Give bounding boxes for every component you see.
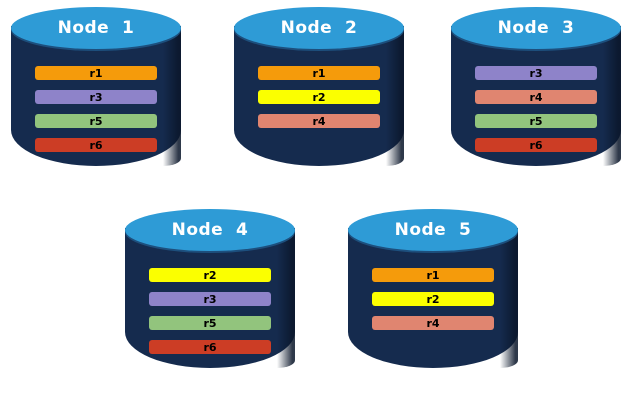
cylinder-top-ellipse: Node 5: [348, 209, 518, 251]
database-node-4[interactable]: Node 4 r2 r3 r5 r6: [122, 206, 298, 388]
shard-bar[interactable]: r1: [372, 268, 494, 282]
shard-bar[interactable]: r2: [149, 268, 271, 282]
shard-bar[interactable]: r4: [475, 90, 597, 104]
cylinder-top-ellipse: Node 1: [11, 7, 181, 49]
shard-bar[interactable]: r5: [149, 316, 271, 330]
shard-list: r1 r2 r4: [231, 66, 407, 138]
cylinder-top-ellipse: Node 2: [234, 7, 404, 49]
node-title: Node 3: [497, 18, 575, 38]
database-node-2[interactable]: Node 2 r1 r2 r4: [231, 4, 407, 186]
shard-bar[interactable]: r1: [35, 66, 157, 80]
shard-bar[interactable]: r3: [475, 66, 597, 80]
shard-bar[interactable]: r5: [475, 114, 597, 128]
shard-bar[interactable]: r2: [372, 292, 494, 306]
node-title: Node 1: [57, 18, 135, 38]
shard-list: r3 r4 r5 r6: [448, 66, 624, 162]
shard-bar[interactable]: r4: [258, 114, 380, 128]
shard-bar[interactable]: r5: [35, 114, 157, 128]
shard-list: r1 r2 r4: [345, 268, 521, 340]
shard-list: r2 r3 r5 r6: [122, 268, 298, 364]
shard-bar[interactable]: r4: [372, 316, 494, 330]
shard-bar[interactable]: r2: [258, 90, 380, 104]
shard-bar[interactable]: r3: [149, 292, 271, 306]
node-title: Node 5: [394, 220, 472, 240]
node-title: Node 2: [280, 18, 358, 38]
shard-bar[interactable]: r6: [35, 138, 157, 152]
shard-bar[interactable]: r1: [258, 66, 380, 80]
shard-bar[interactable]: r6: [149, 340, 271, 354]
cylinder-top-ellipse: Node 4: [125, 209, 295, 251]
database-node-3[interactable]: Node 3 r3 r4 r5 r6: [448, 4, 624, 186]
database-node-1[interactable]: Node 1 r1 r3 r5 r6: [8, 4, 184, 186]
cylinder-top-ellipse: Node 3: [451, 7, 621, 49]
shard-bar[interactable]: r6: [475, 138, 597, 152]
node-title: Node 4: [171, 220, 249, 240]
shard-bar[interactable]: r3: [35, 90, 157, 104]
database-node-5[interactable]: Node 5 r1 r2 r4: [345, 206, 521, 388]
shard-list: r1 r3 r5 r6: [8, 66, 184, 162]
